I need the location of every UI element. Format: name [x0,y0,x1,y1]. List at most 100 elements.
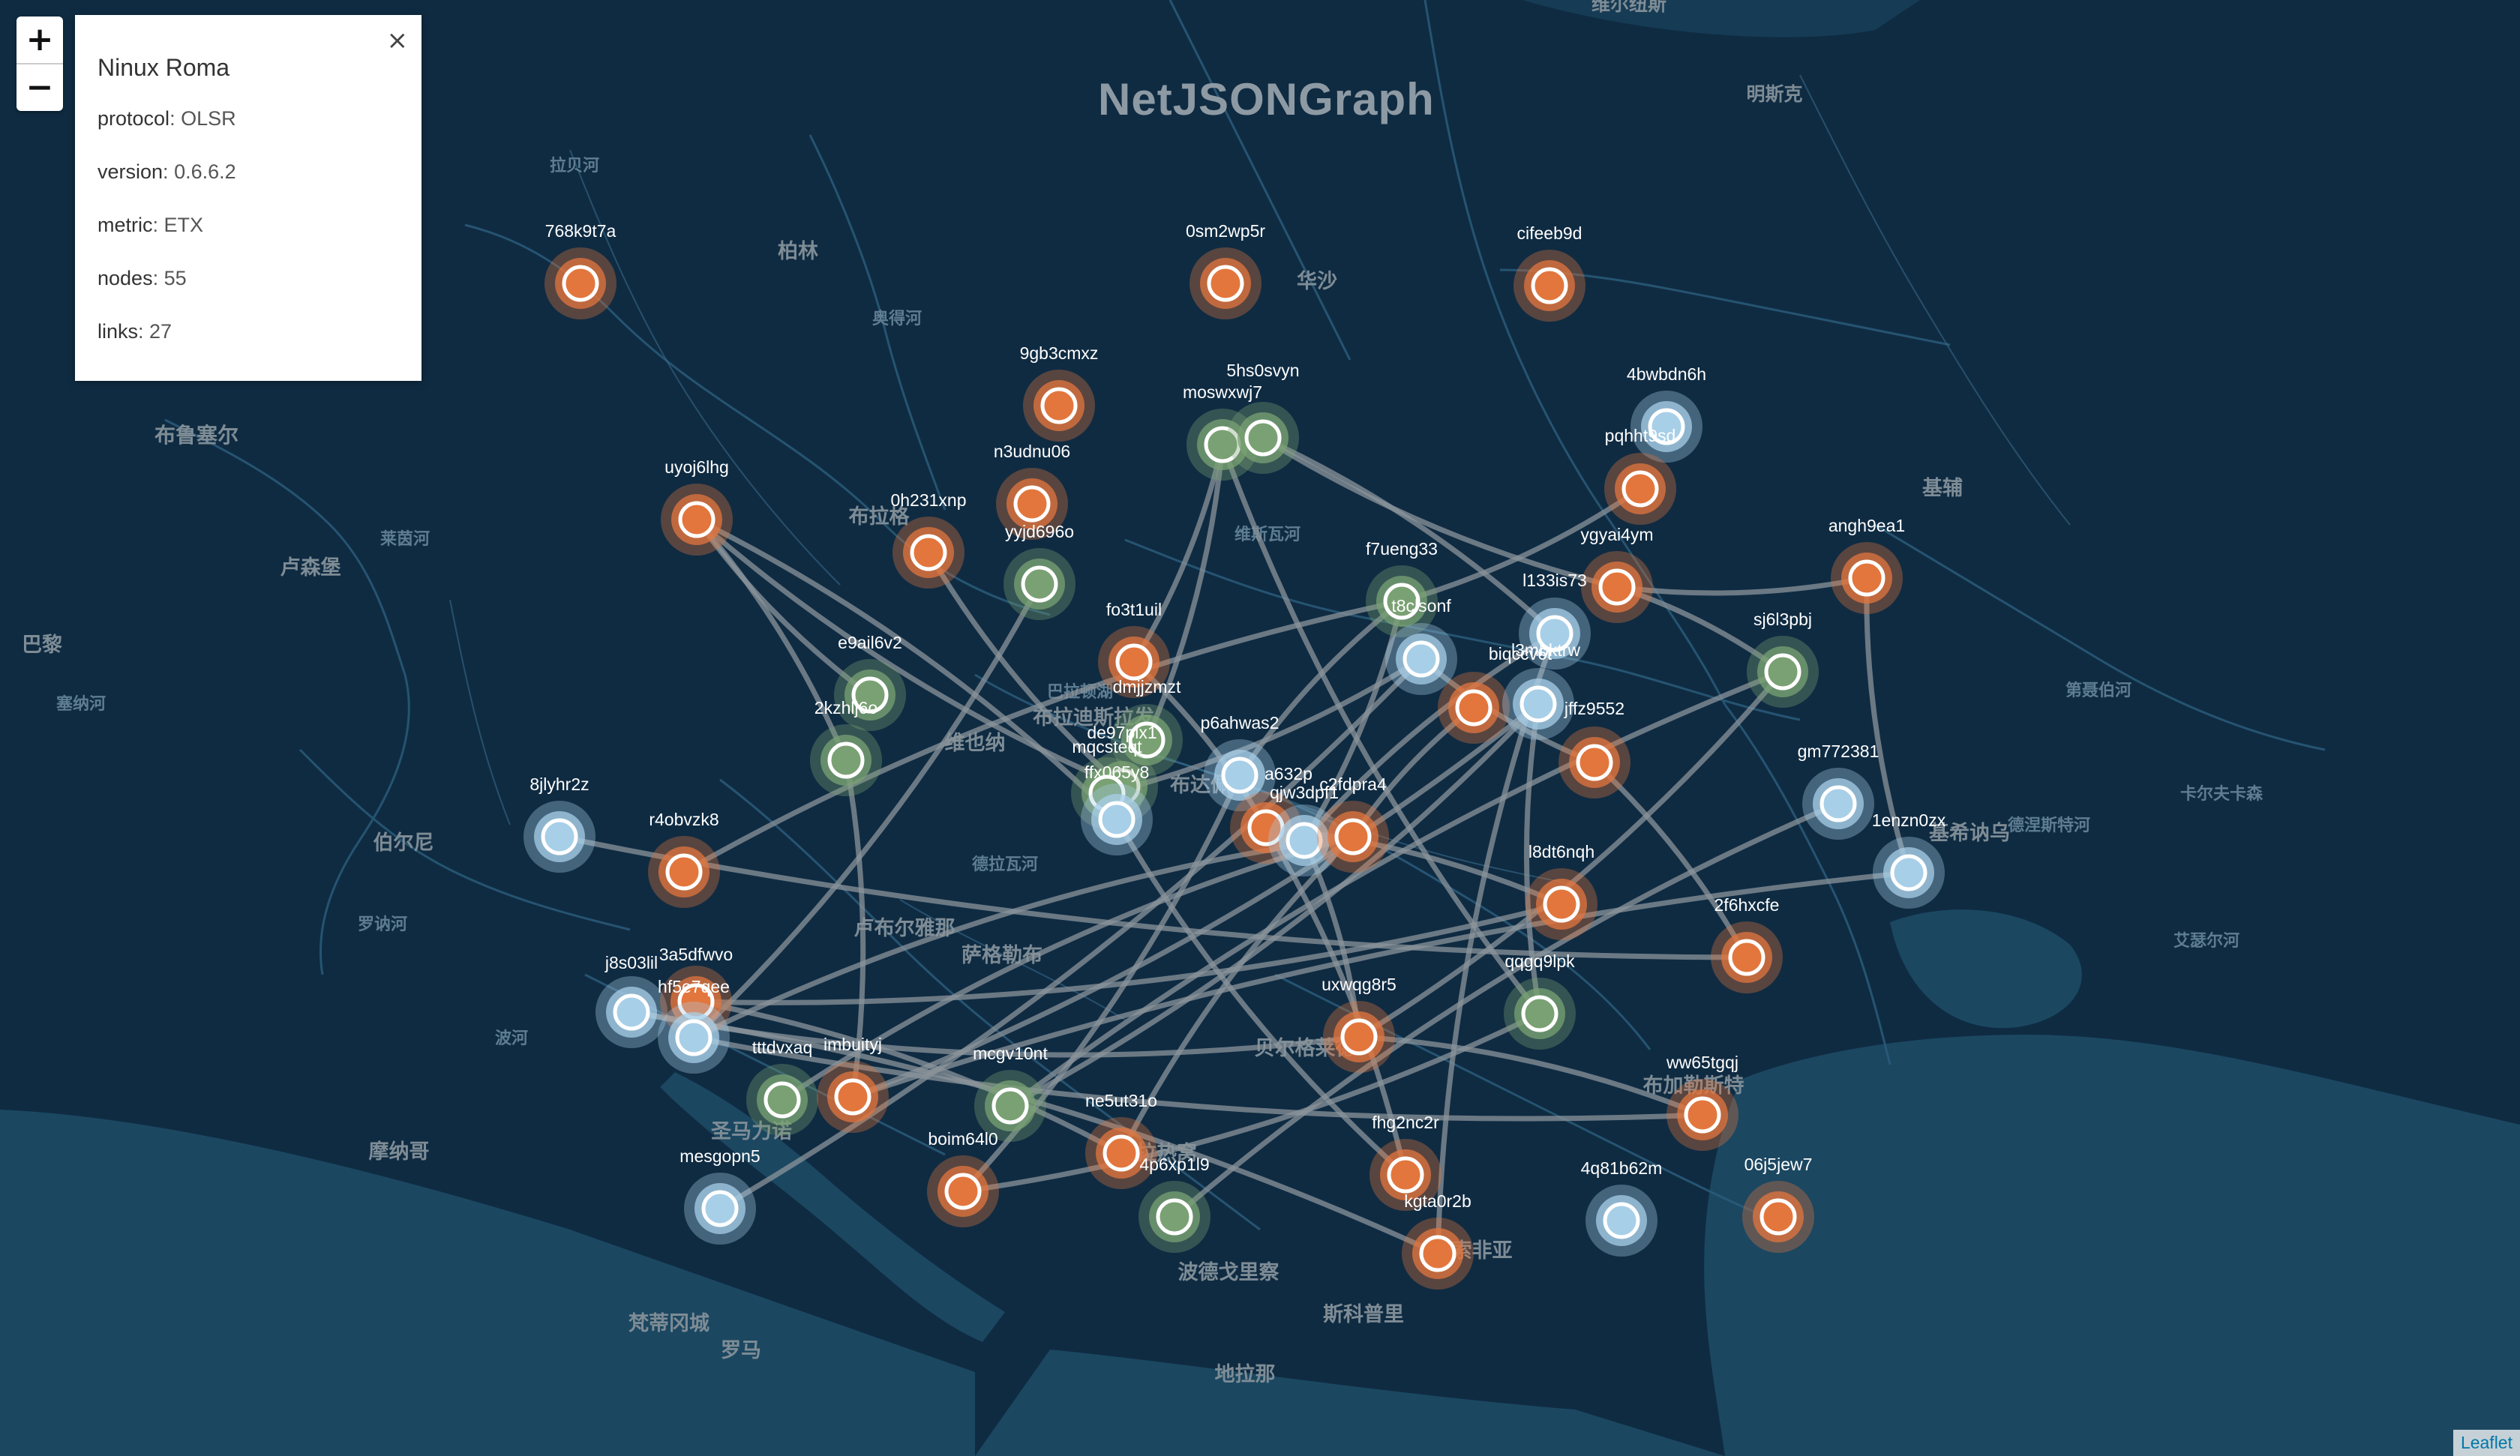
network-link[interactable] [682,598,1402,875]
zoom-in-button[interactable]: + [26,20,54,58]
network-link[interactable] [843,759,866,1098]
network-link[interactable] [694,517,1124,789]
network-node[interactable]: mesgopn5 [680,1146,760,1245]
node-marker[interactable] [1826,792,1850,816]
node-marker[interactable] [1543,622,1567,646]
network-node[interactable]: 5hs0svyn [1226,361,1300,474]
network-link[interactable] [1616,575,1868,596]
network-node[interactable]: fo3t1uil [1098,600,1170,698]
network-node[interactable]: t8clsonf [1385,596,1457,695]
node-marker[interactable] [1214,271,1238,295]
network-node[interactable]: cifeeb9d [1514,223,1586,322]
network-node[interactable]: f7ueng33 [1366,539,1438,637]
network-link[interactable] [1106,657,1423,796]
network-link[interactable] [1263,826,1408,1176]
network-node[interactable]: angh9ea1 [1828,516,1905,614]
node-marker[interactable] [1105,807,1129,831]
network-node[interactable]: mcgv10nt [973,1044,1048,1142]
node-marker[interactable] [1897,861,1921,885]
network-link[interactable] [1401,487,1642,604]
network-node[interactable]: l133is73 [1519,571,1591,670]
network-node[interactable]: dmjjzmzt [1111,677,1183,776]
network-link[interactable] [1262,436,1618,590]
node-marker[interactable] [684,990,708,1014]
network-link[interactable] [926,551,1124,789]
node-marker[interactable] [951,1179,975,1203]
network-node[interactable]: 9gb3cmxz [1020,343,1099,442]
node-marker[interactable] [770,1088,794,1112]
network-link[interactable] [1301,839,1362,1038]
network-node[interactable]: uyoj6lhg [661,457,733,556]
node-marker[interactable] [1528,1002,1552,1026]
zoom-out-button[interactable]: − [16,63,63,111]
network-link[interactable] [1523,703,1543,1014]
node-marker[interactable] [834,748,858,772]
network-link[interactable] [1238,599,1404,777]
network-node[interactable]: ne5ut31o [1085,1091,1157,1189]
network-link[interactable] [1132,444,1226,664]
network-link[interactable] [559,834,1748,960]
network-link[interactable] [1302,631,1556,843]
node-marker[interactable] [1135,728,1159,752]
network-node[interactable]: hf5e7qee [658,977,730,1074]
network-node[interactable]: fhg2nc2r [1370,1113,1442,1211]
node-marker[interactable] [672,860,696,884]
node-marker[interactable] [1538,274,1562,298]
network-link[interactable] [1220,443,1542,1016]
network-node[interactable]: uxwqg8r5 [1322,975,1396,1073]
node-marker[interactable] [1122,650,1146,674]
network-node[interactable]: 0sm2wp5r [1186,221,1265,319]
node-marker[interactable] [998,1094,1022,1118]
node-marker[interactable] [858,683,882,707]
network-link[interactable] [1114,818,1408,1177]
network-link[interactable] [695,517,1119,822]
node-marker[interactable] [620,1000,644,1024]
network-node[interactable]: l8dt6nqh [1526,842,1598,940]
node-marker[interactable] [1390,589,1414,613]
network-node[interactable]: c2fdpra4 [1317,774,1389,873]
network-link[interactable] [692,583,1042,1040]
network-link[interactable] [1358,670,1785,1039]
node-marker[interactable] [1254,816,1278,840]
network-link[interactable] [692,834,1354,1041]
network-node[interactable]: qjw3dpf1 [1268,783,1340,876]
node-marker[interactable] [1162,1205,1186,1229]
node-marker[interactable] [1771,660,1795,684]
network-node[interactable]: yyjd696o [1004,522,1076,620]
network-link[interactable] [1302,601,1405,842]
node-marker[interactable] [1047,394,1071,418]
node-marker[interactable] [1426,1242,1450,1266]
network-node[interactable]: 768k9t7a [544,221,616,319]
node-marker[interactable] [841,1085,865,1109]
network-node[interactable]: qqgq9lpk [1504,951,1576,1050]
node-marker[interactable] [1028,572,1052,596]
network-link[interactable] [1118,834,1355,1155]
node-marker[interactable] [1766,1205,1790,1229]
network-node[interactable]: 8jlyhr2z [524,774,596,873]
network-node[interactable]: jffz9552 [1558,699,1630,798]
node-marker[interactable] [1526,692,1550,716]
node-marker[interactable] [1109,1141,1133,1165]
network-node[interactable]: 4q81b62m [1581,1158,1663,1257]
network-node[interactable]: sj6l3pbj [1747,610,1819,708]
network-link[interactable] [718,657,1424,1212]
network-node[interactable]: p6ahwas2 [1201,713,1280,811]
network-node[interactable]: imbuityj [817,1035,889,1133]
network-link[interactable] [693,1035,1703,1122]
network-link[interactable] [1008,669,1784,1108]
network-node[interactable]: moswxwj7 [1183,382,1262,481]
network-link[interactable] [851,870,1910,1100]
node-marker[interactable] [1292,828,1316,852]
network-node[interactable]: 2f6hxcfe [1711,895,1783,993]
node-marker[interactable] [1628,477,1652,501]
network-link[interactable] [1358,1034,1704,1118]
network-node[interactable]: r4obvzk8 [648,810,720,908]
node-marker[interactable] [708,1197,732,1221]
network-link[interactable] [1172,801,1840,1219]
network-link[interactable] [1144,444,1226,741]
network-node[interactable]: 0h231xnp [890,490,967,589]
network-link[interactable] [1419,657,1596,765]
node-marker[interactable] [1347,1025,1371,1049]
node-marker[interactable] [1251,426,1275,450]
